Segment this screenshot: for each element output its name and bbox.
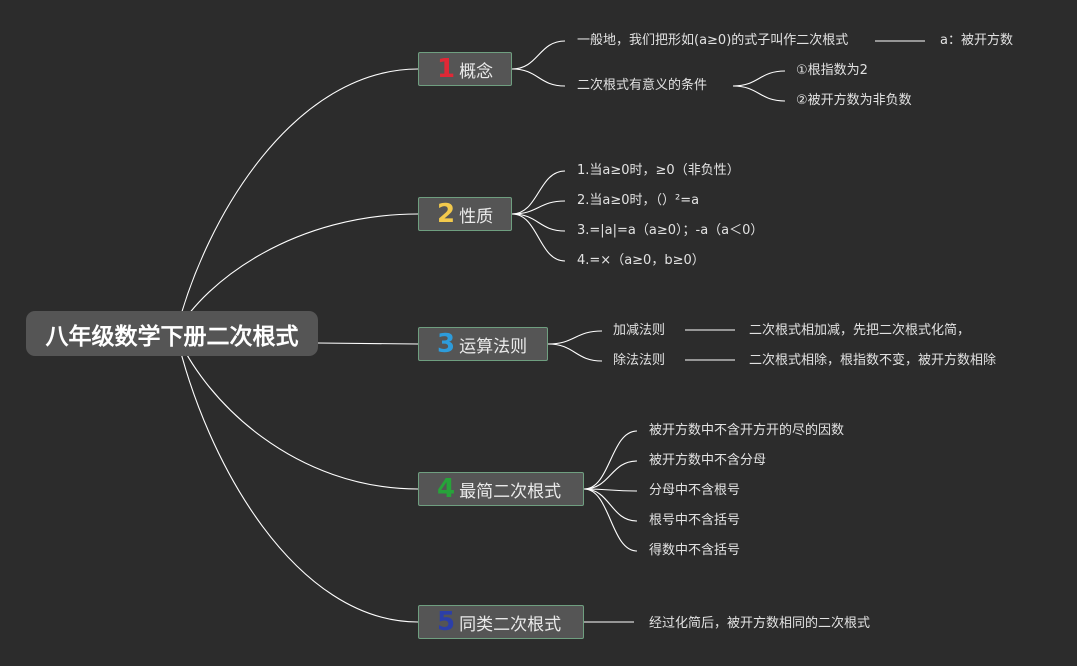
leaf-property-3[interactable]: 3.=|a|=a（a≥0）；-a（a＜0） [577,223,764,238]
branch-label: 性质 [459,206,494,227]
simplest-link-5 [583,488,638,552]
condition-link-1 [732,70,786,87]
branch-node-simplest-radical[interactable]: 4 最简二次根式 [418,472,584,506]
concept-link-2 [511,68,566,87]
branch-node-operations[interactable]: 3 运算法则 [418,327,548,361]
branch-number-badge: 5 [437,607,456,637]
root-link-5 [175,332,419,623]
operation-link-2 [547,343,603,362]
leaf-simplest-condition-5[interactable]: 得数中不含括号 [649,543,741,558]
condition-link-2 [732,85,786,102]
property-link-3 [511,213,566,232]
branch-node-concept[interactable]: 1 概念 [418,52,512,86]
leaf-simplest-condition-4[interactable]: 根号中不含括号 [649,513,741,528]
root-node[interactable]: 八年级数学下册二次根式 [26,311,318,356]
leaf-property-2[interactable]: 2.当a≥0时，（）²=a [577,193,700,208]
branch-label: 最简二次根式 [459,481,562,502]
leaf-condition-index[interactable]: ①根指数为2 [796,63,868,78]
branch-number-badge: 2 [437,199,456,229]
root-link-1 [175,68,419,334]
leaf-property-4[interactable]: 4.=×（a≥0，b≥0） [577,253,705,268]
leaf-radicand-note[interactable]: a：被开方数 [940,33,1013,48]
operation-link-1 [547,330,603,345]
branch-number-badge: 3 [437,329,456,359]
leaf-property-1[interactable]: 1.当a≥0时，≥0（非负性） [577,163,740,178]
leaf-division-detail[interactable]: 二次根式相除，根指数不变，被开方数相除 [749,353,997,368]
branch-label: 运算法则 [459,336,528,357]
property-link-2 [511,200,566,215]
leaf-definition[interactable]: 一般地，我们把形如(a≥0)的式子叫作二次根式 [577,33,849,48]
leaf-condition-nonnegative[interactable]: ②被开方数为非负数 [796,93,912,108]
branch-node-like-radicals[interactable]: 5 同类二次根式 [418,605,584,639]
simplest-link-2 [583,460,638,490]
simplest-link-1 [583,430,638,490]
leaf-add-subtract-rule[interactable]: 加减法则 [613,323,666,338]
concept-link-1 [511,40,566,70]
leaf-add-subtract-detail[interactable]: 二次根式相加减，先把二次根式化简， [749,323,971,338]
leaf-like-radical-definition[interactable]: 经过化简后，被开方数相同的二次根式 [649,616,871,631]
root-link-4 [175,332,419,490]
branch-node-properties[interactable]: 2 性质 [418,197,512,231]
branch-number-badge: 1 [437,54,456,84]
root-link-3 [317,342,419,345]
branch-number-badge: 4 [437,474,456,504]
property-link-4 [511,213,566,262]
leaf-simplest-condition-2[interactable]: 被开方数中不含分母 [649,453,767,468]
leaf-simplest-condition-1[interactable]: 被开方数中不含开方开的尽的因数 [649,423,845,438]
simplest-link-4 [583,488,638,522]
leaf-meaning-condition[interactable]: 二次根式有意义的条件 [577,78,708,93]
property-link-1 [511,170,566,215]
leaf-simplest-condition-3[interactable]: 分母中不含根号 [649,483,741,498]
branch-label: 概念 [459,61,494,82]
leaf-division-rule[interactable]: 除法法则 [613,353,666,368]
branch-label: 同类二次根式 [459,614,562,635]
